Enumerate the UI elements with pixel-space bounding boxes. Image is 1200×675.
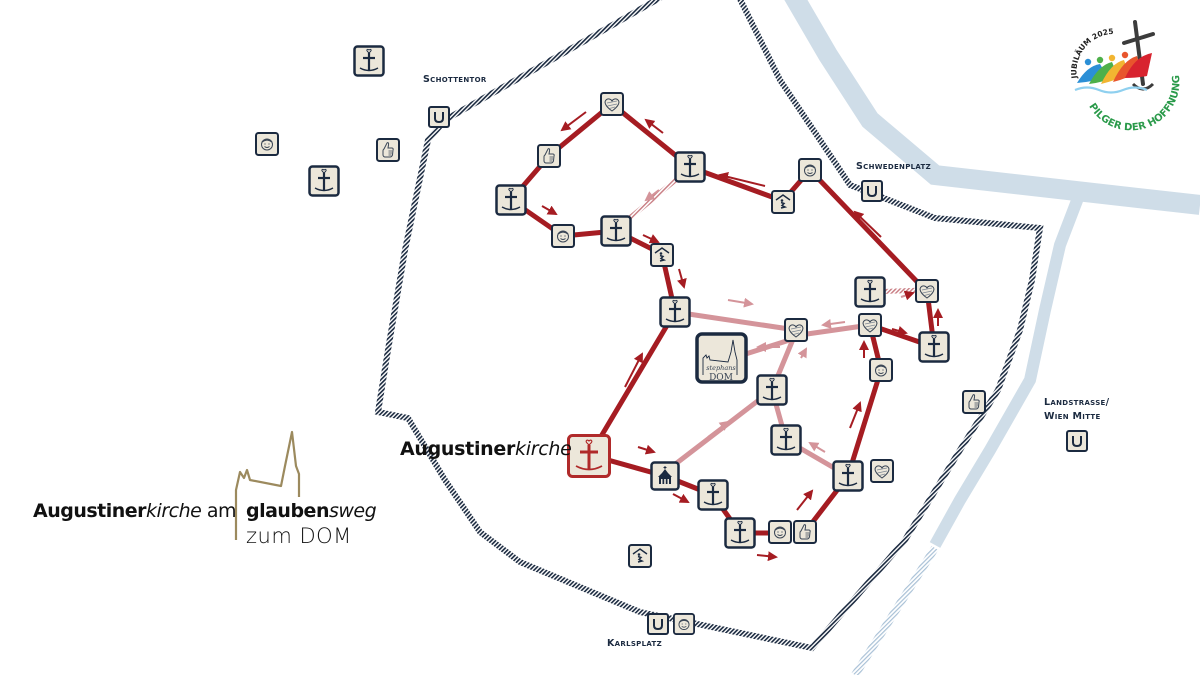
brand-bold: Augustiner xyxy=(33,500,147,522)
thumbs-up-icon[interactable] xyxy=(793,520,817,544)
anchor-icon[interactable] xyxy=(832,460,864,492)
anchor-icon[interactable] xyxy=(600,215,632,247)
anchor-icon[interactable] xyxy=(697,479,729,511)
heart-icon[interactable] xyxy=(784,318,808,342)
heart-icon[interactable] xyxy=(915,279,939,303)
brand-title-line1: Augustinerkirche am xyxy=(33,500,237,522)
brand-glauben: glauben xyxy=(246,500,329,522)
prayer-house-icon[interactable] xyxy=(650,243,674,267)
dom-label-stephans: stephans xyxy=(706,364,736,372)
smiley-icon[interactable] xyxy=(798,158,822,182)
brand-title-line2: glaubensweg xyxy=(246,500,377,522)
church-icon[interactable] xyxy=(650,461,680,491)
anchor-icon[interactable] xyxy=(353,45,385,77)
prayer-house-icon[interactable] xyxy=(628,544,652,568)
prayer-house-icon[interactable] xyxy=(771,190,795,214)
jubilee-2025-logo: JUBILÄUM 2025 PILGER DER HOFFNUNG xyxy=(1069,20,1183,134)
heart-icon[interactable] xyxy=(600,92,624,116)
subway-icon-karlsplatz[interactable] xyxy=(647,613,669,635)
brand-sweg: sweg xyxy=(328,500,377,522)
brand-title-line3: zum DOM xyxy=(246,524,352,548)
direction-arrows xyxy=(541,111,943,562)
direction-arrows-secondary xyxy=(644,189,915,453)
smiley-icon[interactable] xyxy=(551,224,575,248)
river xyxy=(784,0,1200,675)
anchor-icon[interactable] xyxy=(495,184,527,216)
anchor-icon[interactable] xyxy=(854,276,886,308)
ringstrasse-boundary xyxy=(374,0,1044,652)
start-label-augustinerkirche: Augustinerkirche xyxy=(400,438,572,460)
station-label-schottentor: Schottentor xyxy=(423,74,487,85)
start-label-bold: Augustiner xyxy=(400,438,516,460)
brand-rest: am xyxy=(201,500,237,522)
station-label-wien-mitte: Wien Mitte xyxy=(1044,411,1101,422)
anchor-icon[interactable] xyxy=(674,151,706,183)
dom-label-dom: DOM xyxy=(709,373,733,383)
station-label-karlsplatz: Karlsplatz xyxy=(607,638,662,649)
subway-icon-schottentor[interactable] xyxy=(428,106,450,128)
augustinerkirche-start-icon[interactable] xyxy=(567,434,611,478)
anchor-icon[interactable] xyxy=(659,296,691,328)
thumbs-up-icon[interactable] xyxy=(537,144,561,168)
stephansdom-icon[interactable]: stephans DOM xyxy=(695,332,748,384)
start-label-italic: kirche xyxy=(515,438,572,460)
anchor-icon[interactable] xyxy=(308,165,340,197)
station-label-landstrasse: Landstrasse/ xyxy=(1044,397,1110,408)
heart-icon[interactable] xyxy=(870,459,894,483)
thumbs-up-icon[interactable] xyxy=(962,390,986,414)
station-label-schwedenplatz: Schwedenplatz xyxy=(856,161,932,172)
smiley-icon[interactable] xyxy=(768,520,792,544)
subway-icon-landstrasse[interactable] xyxy=(1066,430,1088,452)
smiley-icon[interactable] xyxy=(869,358,893,382)
subway-icon-schwedenplatz[interactable] xyxy=(861,180,883,202)
thumbs-up-icon[interactable] xyxy=(376,138,400,162)
anchor-icon[interactable] xyxy=(756,374,788,406)
anchor-icon[interactable] xyxy=(770,424,802,456)
brand-italic: kirche xyxy=(146,500,202,522)
heart-icon[interactable] xyxy=(858,313,882,337)
smiley-icon[interactable] xyxy=(255,132,279,156)
anchor-icon[interactable] xyxy=(918,331,950,363)
cathedral-outline-logo xyxy=(234,430,301,540)
anchor-icon[interactable] xyxy=(724,517,756,549)
smiley-icon[interactable] xyxy=(673,613,695,635)
